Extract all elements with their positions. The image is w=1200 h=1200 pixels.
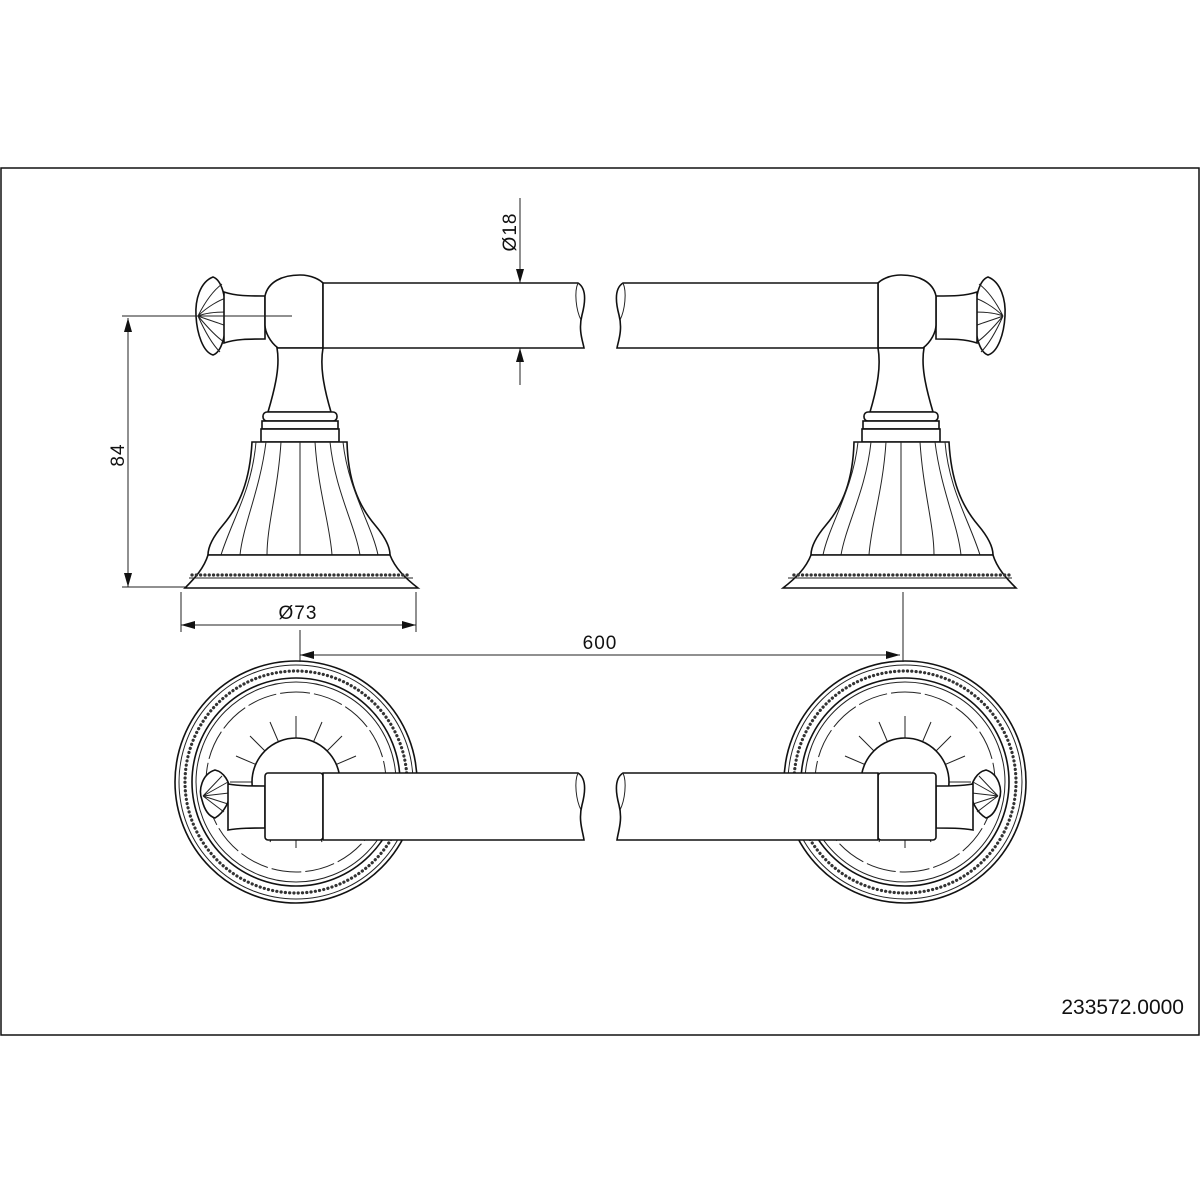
bar-diameter-label: Ø18 xyxy=(500,213,521,252)
height-dimension-label: 84 xyxy=(108,443,129,466)
center-distance-dimension: 600 xyxy=(299,592,904,662)
height-dimension: 84 xyxy=(108,318,185,588)
drawing-frame xyxy=(0,167,1200,1036)
base-diameter-label: Ø73 xyxy=(279,603,318,624)
bar-diameter-dimension: Ø18 xyxy=(500,198,524,385)
left-bracket-elevation xyxy=(183,273,587,590)
right-bracket-plan xyxy=(614,659,1028,905)
center-distance-label: 600 xyxy=(583,633,618,654)
part-number: 233572.0000 xyxy=(1061,996,1184,1019)
base-diameter-dimension: Ø73 xyxy=(180,592,417,632)
right-bracket-elevation xyxy=(614,273,1018,590)
left-bracket-plan xyxy=(173,659,587,905)
